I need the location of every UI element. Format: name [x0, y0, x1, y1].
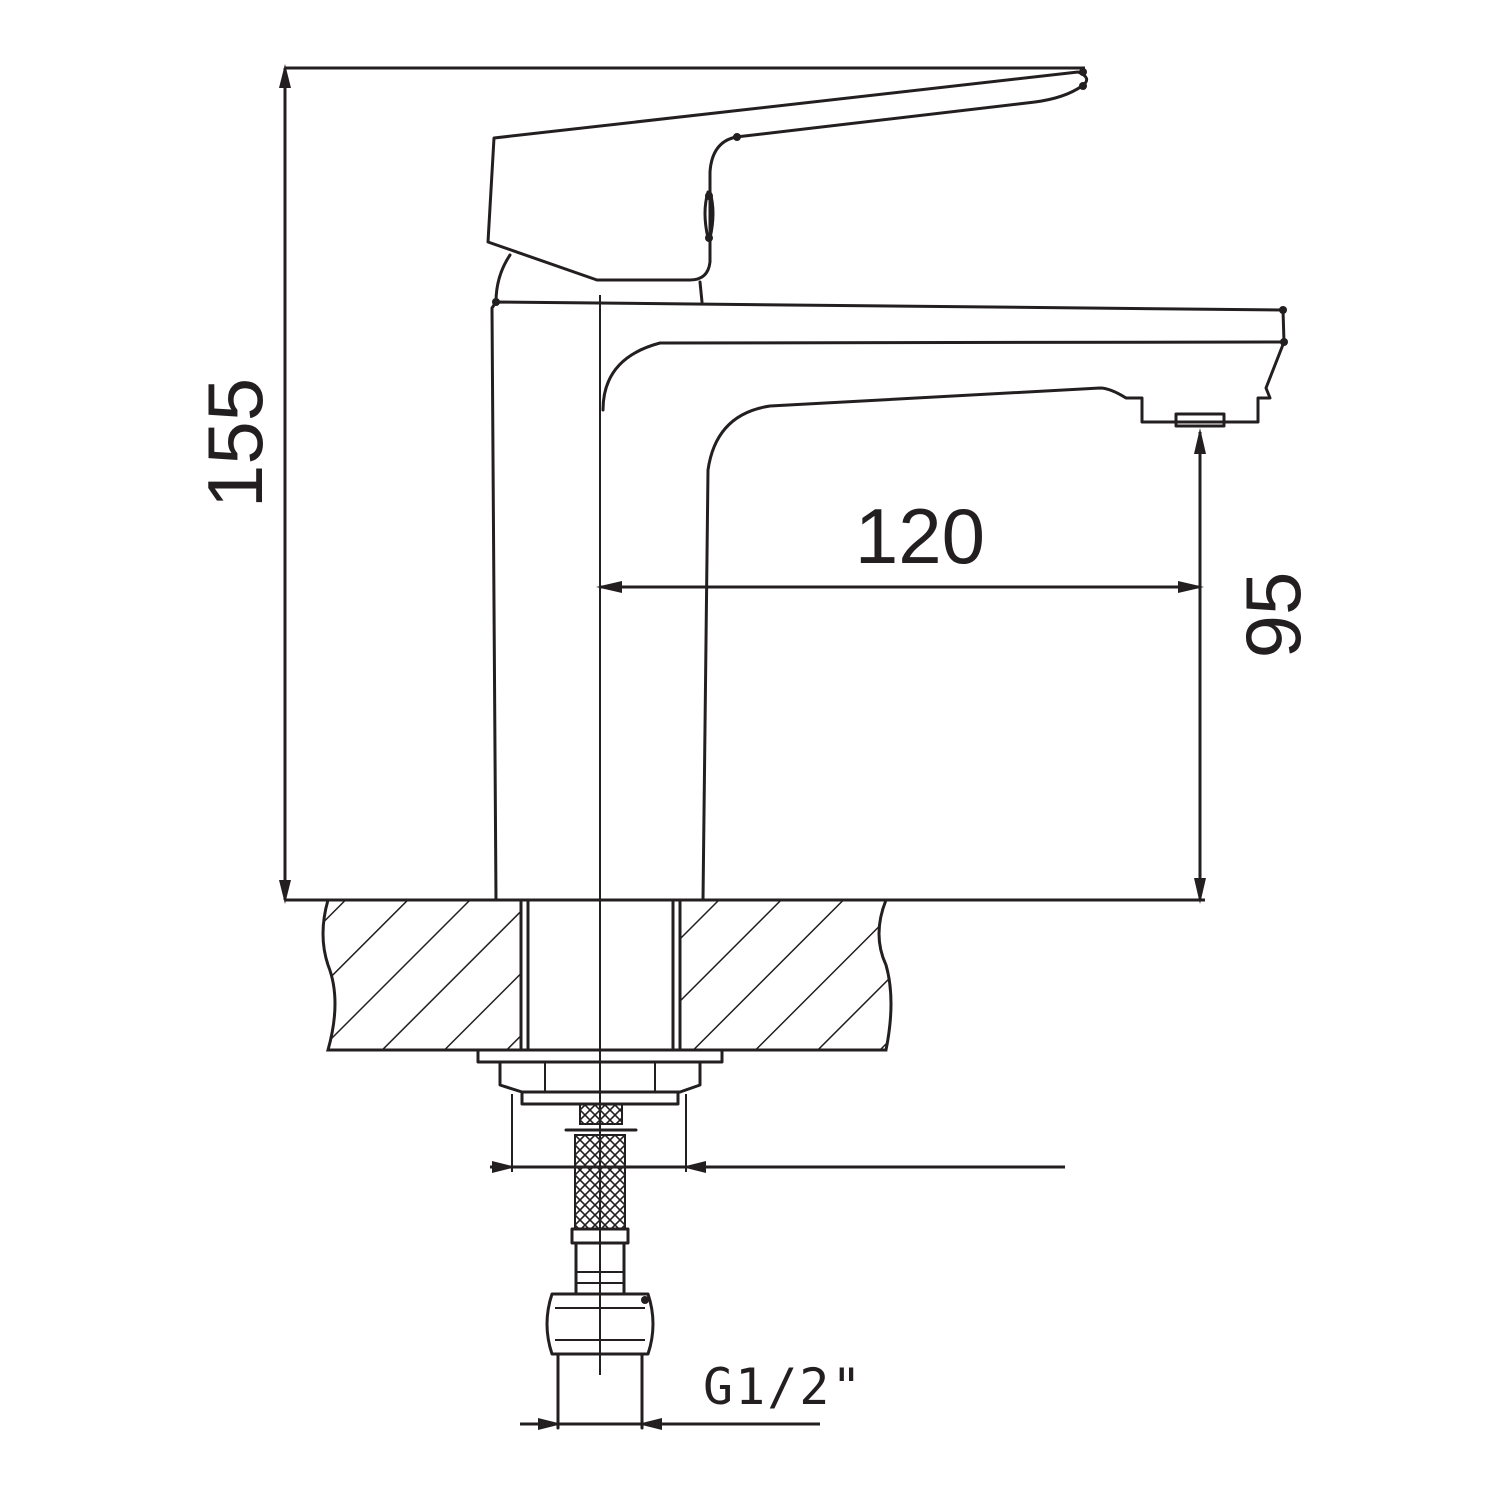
spout-reach-label: 120	[855, 492, 985, 580]
flexible-hose	[564, 1103, 638, 1296]
countertop-section	[321, 898, 893, 1052]
spout-height-label: 95	[1229, 572, 1317, 659]
dimension-total-height: 155	[191, 64, 1205, 904]
total-height-label: 155	[191, 378, 279, 508]
inlet-thread-label: G1/2"	[703, 1358, 864, 1416]
faucet-body	[490, 300, 1288, 902]
hose-connector-nut	[545, 1292, 655, 1430]
faucet-handle	[486, 68, 1089, 306]
mounting-nut	[476, 1048, 724, 1106]
dimension-spout-height: 95	[1194, 428, 1317, 904]
dimension-inlet-thread: G1/2"	[520, 1358, 864, 1430]
dimension-spout-reach: 120	[596, 492, 1204, 593]
